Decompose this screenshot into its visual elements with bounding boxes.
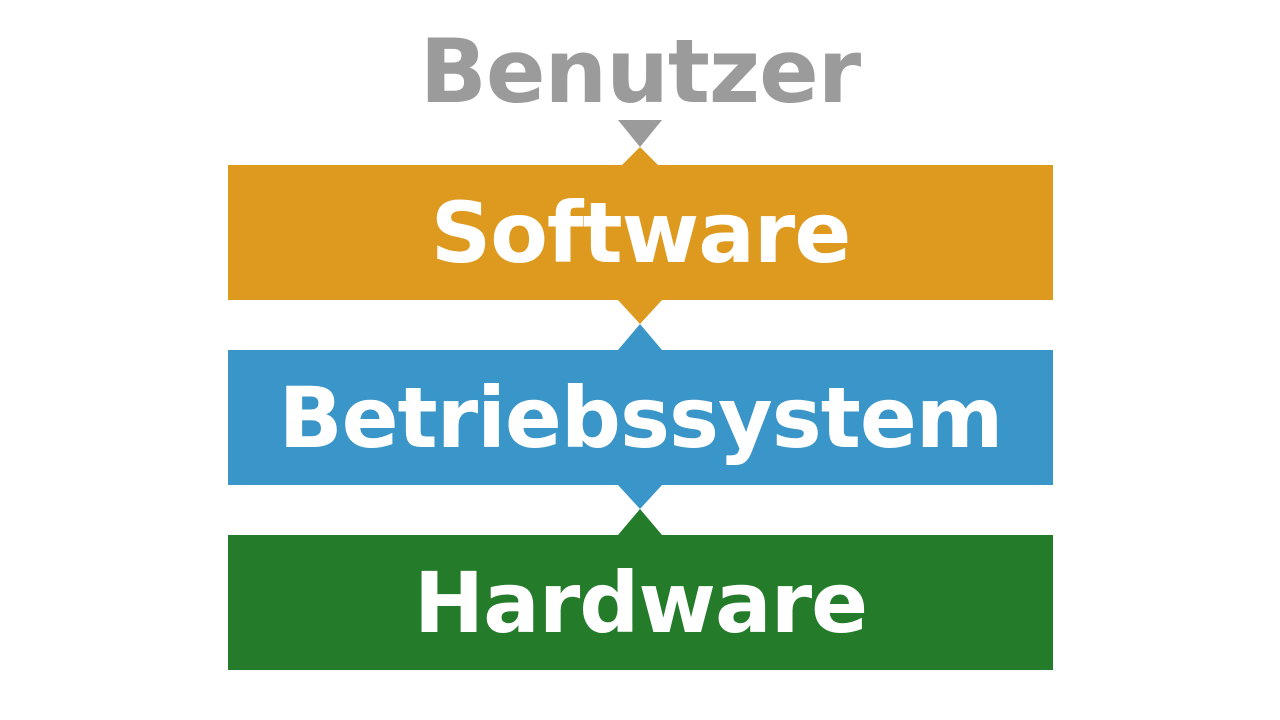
hardware-up-arrow xyxy=(618,509,662,535)
layer-hardware-label: Hardware xyxy=(413,553,868,652)
user-label: Benutzer xyxy=(419,20,861,123)
layer-software-label: Software xyxy=(430,183,852,282)
layer-betriebssystem: Betriebssystem xyxy=(228,350,1053,485)
layer-hardware: Hardware xyxy=(228,535,1053,670)
os-up-arrow xyxy=(618,324,662,350)
arrow-down-icon xyxy=(618,120,662,147)
layer-software: Software xyxy=(228,165,1053,300)
software-up-notch xyxy=(622,147,658,165)
layer-betriebssystem-label: Betriebssystem xyxy=(278,368,1004,467)
os-down-arrow xyxy=(618,485,662,509)
software-down-arrow xyxy=(618,300,662,324)
